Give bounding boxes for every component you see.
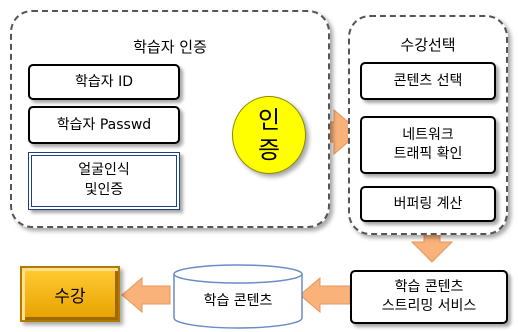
face-recognition-box: 얼굴인식 및인증 (28, 152, 180, 210)
learning-contents-label: 학습 콘텐츠 (203, 293, 273, 309)
buffering-box: 버퍼링 계산 (360, 186, 496, 222)
learner-auth-title: 학습자 인증 (133, 38, 207, 56)
arrow-streaming-to-contents (299, 276, 351, 314)
arrow-selection-to-streaming (410, 231, 454, 263)
course-selection-title: 수강선택 (400, 36, 456, 54)
content-select-box: 콘텐츠 선택 (360, 62, 496, 100)
learner-id-box: 학습자 ID (28, 64, 180, 100)
enrollment-box: 수강 (20, 266, 120, 322)
authentication-node: 인 증 (232, 96, 306, 174)
learning-contents-cylinder (173, 264, 303, 329)
learner-password-box: 학습자 Passwd (28, 106, 180, 144)
streaming-service-box: 학습 콘텐츠 스트리밍 서비스 (350, 270, 508, 324)
arrow-contents-to-enrollment (121, 276, 171, 314)
network-traffic-box: 네트워크 트래픽 확인 (360, 116, 496, 174)
